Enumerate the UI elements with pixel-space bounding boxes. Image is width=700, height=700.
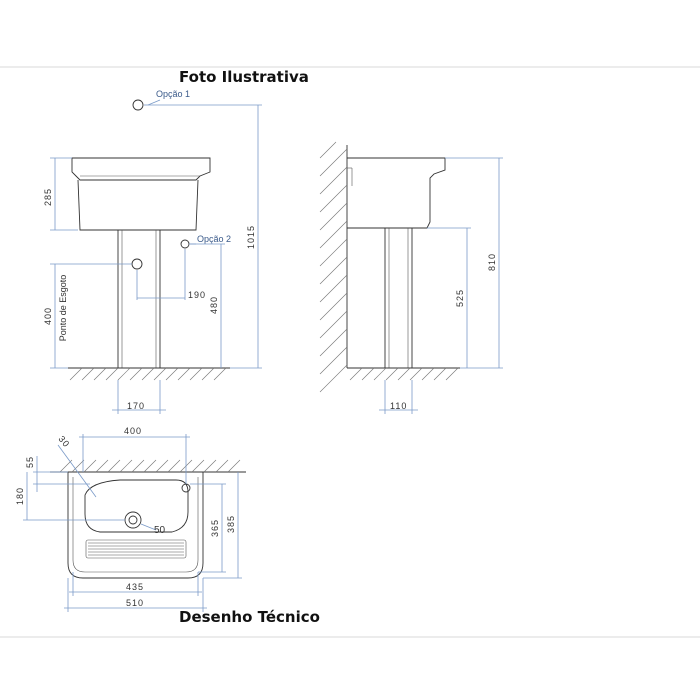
title-desenho-tecnico: Desenho Técnico xyxy=(179,608,320,626)
dim-365: 365 xyxy=(210,519,220,537)
tank-outer-outline xyxy=(67,472,204,579)
dim-510: 510 xyxy=(126,598,144,608)
dim-30: 30 xyxy=(56,434,71,450)
tank-side xyxy=(347,157,446,229)
top-view: 400 30 55 180 50 365 385 435 5 xyxy=(15,426,246,612)
dim-400-top: 400 xyxy=(124,426,142,436)
option-1-label: Opção 1 xyxy=(156,89,190,99)
dim-285: 285 xyxy=(43,188,53,206)
drain-point-label: Ponto de Esgoto xyxy=(58,275,68,342)
wall-hatch xyxy=(319,141,348,393)
floor-hatch xyxy=(69,367,227,381)
drain-point-marker xyxy=(131,258,143,270)
tank-rim xyxy=(71,157,211,181)
drain-outer xyxy=(124,511,142,529)
dim-810: 810 xyxy=(487,253,497,271)
basin-outline xyxy=(84,479,189,533)
option-2-label: Opção 2 xyxy=(197,234,231,244)
tank-inner-rim xyxy=(72,477,199,573)
dim-190: 190 xyxy=(188,290,206,300)
side-view: 810 525 110 xyxy=(319,141,503,414)
dim-435: 435 xyxy=(126,582,144,592)
dim-55: 55 xyxy=(25,456,35,468)
washboard-ribs xyxy=(85,539,187,559)
top-wall-hatch xyxy=(59,459,241,473)
dim-170: 170 xyxy=(127,401,145,411)
dim-525: 525 xyxy=(455,289,465,307)
title-foto-ilustrativa: Foto Ilustrativa xyxy=(179,68,309,86)
dim-385: 385 xyxy=(226,515,236,533)
front-view: Opção 1 Opção 2 285 xyxy=(43,89,262,414)
dim-1015: 1015 xyxy=(246,225,256,249)
dim-50: 50 xyxy=(154,525,166,536)
option-1-marker xyxy=(132,99,144,111)
dim-110: 110 xyxy=(390,401,407,411)
side-floor-hatch xyxy=(349,367,459,381)
dim-480: 480 xyxy=(209,296,219,314)
tank-body xyxy=(77,179,199,231)
drain-inner xyxy=(128,515,138,525)
dim-400-drain: 400 xyxy=(43,307,53,325)
option-2-marker xyxy=(180,239,190,249)
dim-180: 180 xyxy=(15,487,25,505)
overflow-hole xyxy=(181,483,191,493)
